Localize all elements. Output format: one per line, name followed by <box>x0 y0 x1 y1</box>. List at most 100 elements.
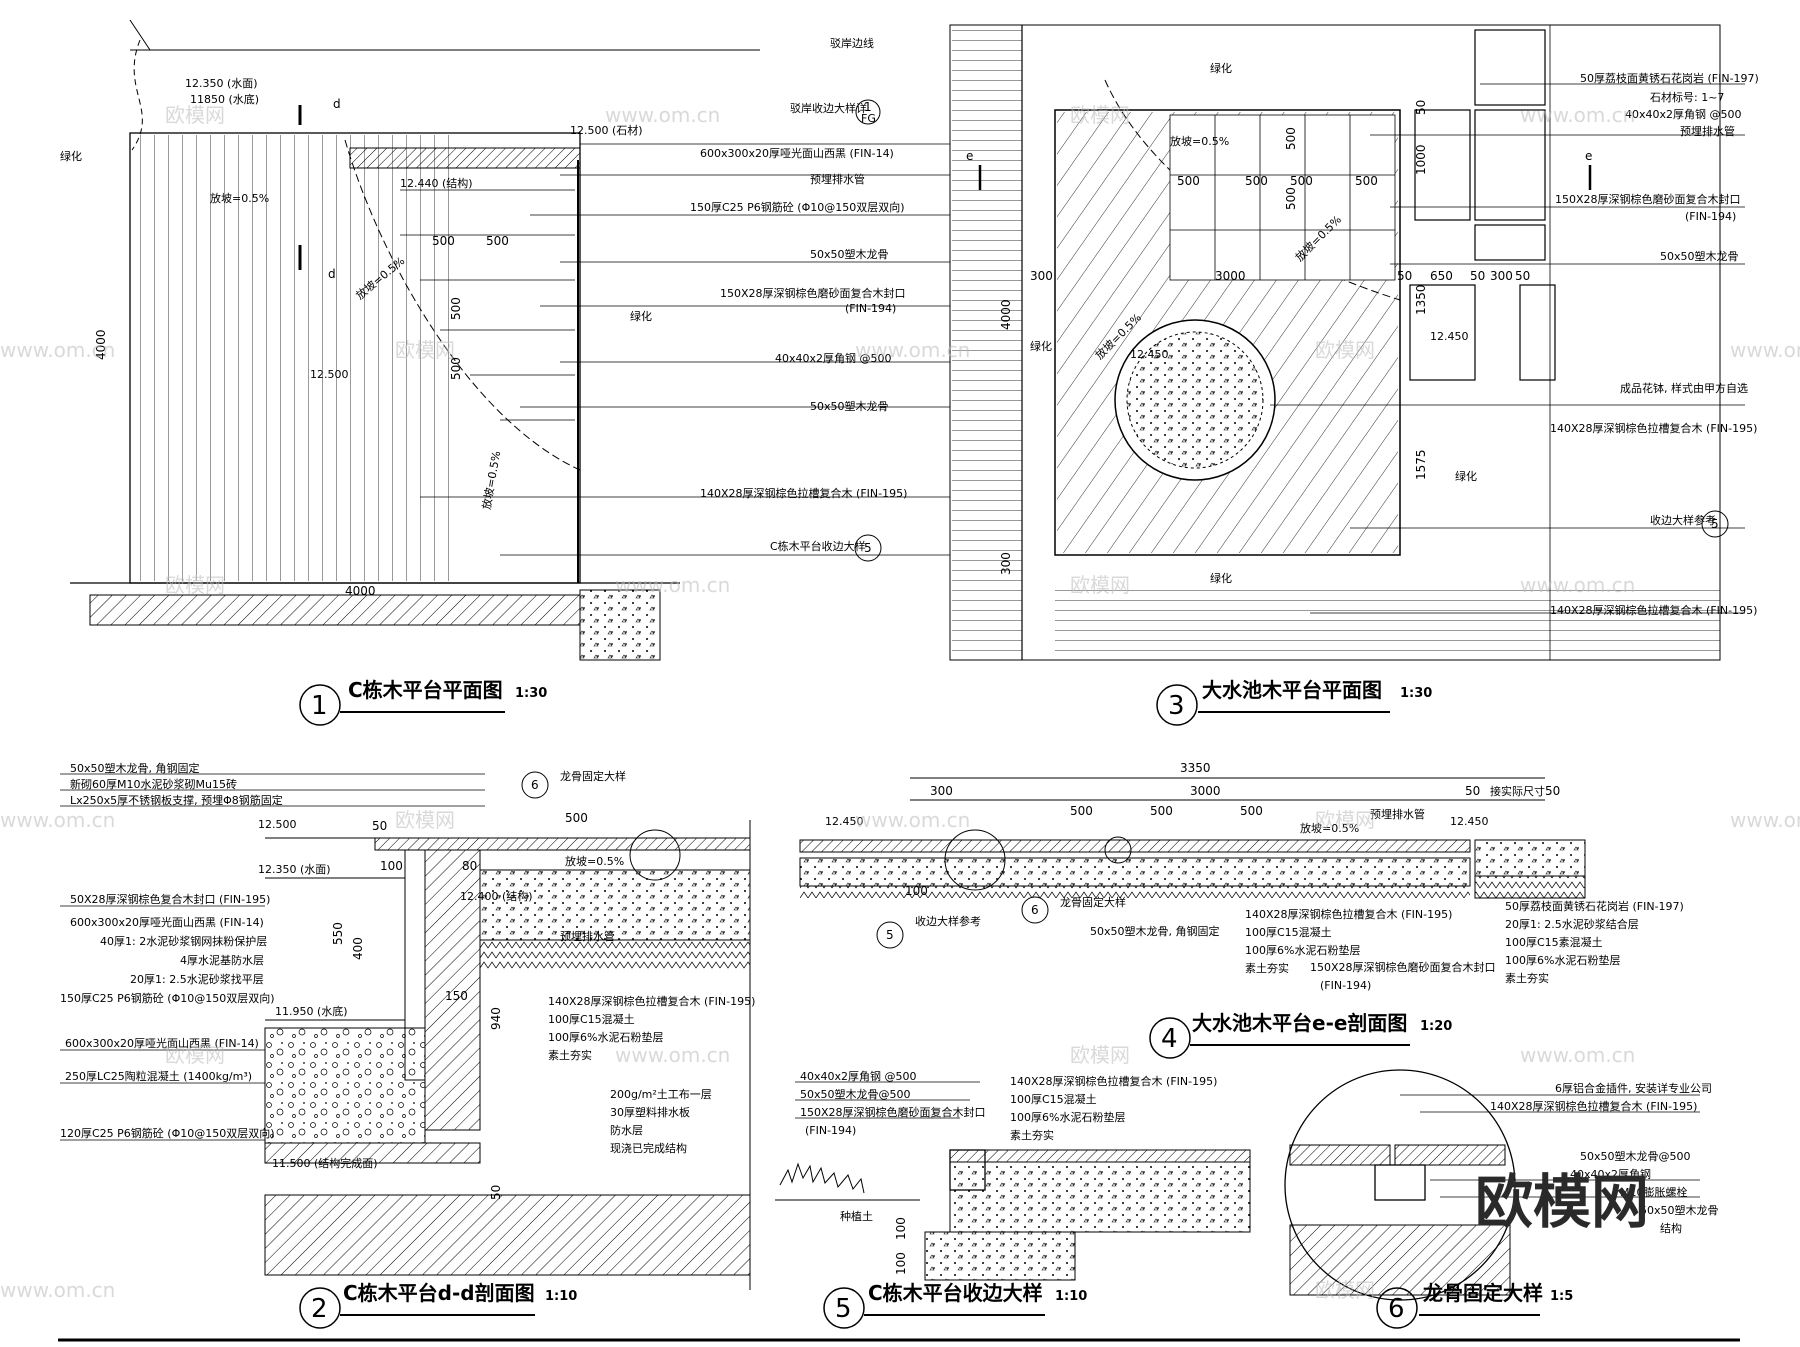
level-b: 12.450 <box>1430 330 1469 343</box>
dim-100: 100 <box>905 884 928 898</box>
foundation-strip <box>89 594 581 626</box>
note-angle: 40x40x2厚角钢 @500 <box>1625 108 1742 121</box>
break-mark <box>129 19 151 51</box>
watermark-site: www.om.cn <box>1520 103 1635 127</box>
note-left-5: 150厚C25 P6钢筋砼 (Φ10@150双层双向) <box>60 991 275 1005</box>
note-struct-2: 防水层 <box>610 1123 643 1137</box>
note-stone: 600x300x20厚哑光面山西黑 (FIN-14) <box>700 146 894 160</box>
left-board-strip <box>952 27 1022 658</box>
soil-label: 种植土 <box>840 1209 873 1223</box>
title-2-scale: 1:10 <box>545 1289 577 1304</box>
note-right-1: 100厚C15混凝土 <box>1010 1092 1097 1106</box>
note-right-3: 素土夯实 <box>1010 1128 1054 1142</box>
note-left-0: 50X28厚深钢棕色复合木封口 (FIN-195) <box>70 892 270 906</box>
stone-grid <box>1409 29 1556 381</box>
title-4-scale: 1:20 <box>1420 1019 1452 1034</box>
note-top-plate: Lx250x5厚不锈钢板支撑, 预埋Φ8钢筋固定 <box>70 793 283 807</box>
note-joist-b: 50x50塑木龙骨 <box>1640 1203 1719 1217</box>
note-struct-0: 200g/m²土工布一层 <box>610 1088 712 1101</box>
note-0: 40x40x2厚角钢 @500 <box>800 1070 917 1083</box>
struct-base <box>1289 1224 1511 1296</box>
callout-6-number: 6 <box>531 778 539 792</box>
dim-400: 400 <box>351 937 365 960</box>
title-1-bubble <box>299 684 341 726</box>
watermark-brand: 欧模网 <box>165 1043 225 1067</box>
callout-6-note: 龙骨固定大样 <box>560 769 626 783</box>
dim-500: 500 <box>565 811 588 825</box>
dim-50-bottom: 50 <box>489 1185 503 1200</box>
watermark-brand: 欧模网 <box>1070 103 1130 127</box>
callout-5-bubble <box>876 921 904 949</box>
note-right-4: 素土夯实 <box>548 1048 592 1062</box>
note-left-2: 40厚1: 2水泥砂浆钢网抹粉保护层 <box>100 934 267 948</box>
note-top-brick: 新砌60厚M10水泥砂浆砌Mu15砖 <box>70 777 237 791</box>
watermark-logo-large: 欧模网 <box>1475 1168 1649 1236</box>
dim-actual: 接实际尺寸 <box>1490 784 1545 798</box>
note-joist: 50x50塑木龙骨@500 <box>1580 1149 1691 1163</box>
note-right-0: 140X28厚深钢棕色拉槽复合木 (FIN-195) <box>1010 1074 1217 1088</box>
callout-6-note: 龙骨固定大样 <box>1060 895 1126 909</box>
title-6-text: 龙骨固定大样 <box>1423 1281 1543 1305</box>
note-deck-wood: 140X28厚深钢棕色拉槽复合木 (FIN-195) <box>1550 421 1757 435</box>
level-struct: 12.400 (结构) <box>460 889 533 903</box>
note-edge-wood: 150X28厚深钢棕色磨砂面复合木封口 <box>1555 192 1741 206</box>
dim-1575: 1575 <box>1414 449 1428 480</box>
sec2-leader-lines <box>60 773 485 1141</box>
note-mid-3: 素土夯实 <box>1245 961 1289 975</box>
note-edge-code: (FIN-194) <box>845 302 896 315</box>
detail-circle <box>1284 1069 1516 1301</box>
dim-100-a: 100 <box>894 1217 908 1240</box>
note-callout-bubble <box>854 534 882 562</box>
note-mid-2: 100厚6%水泥石粉垫层 <box>1245 943 1360 957</box>
watermark-site: www.om.cn <box>1520 1043 1635 1067</box>
dim-300-bottom: 300 <box>999 552 1013 575</box>
dim-1350: 1350 <box>1414 284 1428 315</box>
watermark-brand: 欧模网 <box>1315 808 1375 832</box>
dim-500-c: 500 <box>1240 804 1263 818</box>
watermark-brand: 欧模网 <box>1315 1278 1375 1302</box>
callout-6-bubble <box>521 771 549 799</box>
section-mark-e-right: e <box>1585 149 1592 163</box>
note-struct: 结构 <box>1660 1221 1682 1235</box>
note-joist-a: 50x50塑木龙骨 <box>810 247 889 261</box>
title-5-scale: 1:10 <box>1055 1289 1087 1304</box>
note-right-0: 预埋排水管 <box>560 929 615 943</box>
dim-50-a: 50 <box>1465 784 1480 798</box>
dim-500-3: 500 <box>1290 174 1313 188</box>
title-4-bubble <box>1149 1017 1191 1059</box>
watermark-brand: 欧模网 <box>1070 1043 1130 1067</box>
plan3-leader-lines <box>1270 83 1745 614</box>
callout-6-bubble <box>1021 896 1049 924</box>
note-right-0: 50厚荔枝面黄锈石花岗岩 (FIN-197) <box>1505 899 1684 913</box>
note-right-3: 100厚6%水泥石粉垫层 <box>548 1030 663 1044</box>
deck-board-right <box>1394 1144 1506 1166</box>
note-right-2: 100厚C15素混凝土 <box>1505 935 1603 949</box>
label-green-bottom: 绿化 <box>1210 571 1232 585</box>
note-stone-index: 石材标号: 1~7 <box>1650 90 1724 104</box>
level-left: 12.450 <box>825 815 864 828</box>
bottom-board-strip <box>1055 590 1720 658</box>
watermark-site: www.om.cn <box>615 1043 730 1067</box>
watermark-site: www.om.cn <box>855 338 970 362</box>
section-view-4: 3350 300 3000 50 接实际尺寸 50 500 500 500 12… <box>799 761 1684 992</box>
note-left-7: 250厚LC25陶粒混凝土 (1400kg/m³) <box>65 1069 252 1083</box>
dim-550: 550 <box>331 922 345 945</box>
section-mark-d-bottom: d <box>328 267 336 281</box>
note-top-joist: 50x50塑木龙骨, 角钢固定 <box>70 761 200 775</box>
title-3-number: 3 <box>1168 691 1185 721</box>
structure-slab <box>264 1194 751 1276</box>
level-deck: 12.500 <box>258 818 297 831</box>
note-struct-3: 现浇已完成结构 <box>610 1141 687 1155</box>
slope-label: 放坡=0.5% <box>565 854 624 868</box>
level-base: 11.500 (结构完成面) <box>272 1156 378 1170</box>
watermark-brand: 欧模网 <box>165 103 225 127</box>
note-mid-1: 100厚C15混凝土 <box>1245 925 1332 939</box>
dim-500-d: 500 <box>449 357 463 380</box>
note-right-1: 20厚1: 2.5水泥砂浆结合层 <box>1505 917 1639 931</box>
dim-940: 940 <box>489 1007 503 1030</box>
dim-height: 4000 <box>94 329 108 360</box>
detail-circle <box>629 829 681 881</box>
view-titles: 1 C栋木平台平面图 1:30 3 大水池木平台平面图 1:30 2 C栋木平台… <box>299 678 1573 1329</box>
note-deck-wood: 140X28厚深钢棕色拉槽复合木 (FIN-195) <box>700 486 907 500</box>
level-water: 12.350 (水面) <box>258 863 331 876</box>
